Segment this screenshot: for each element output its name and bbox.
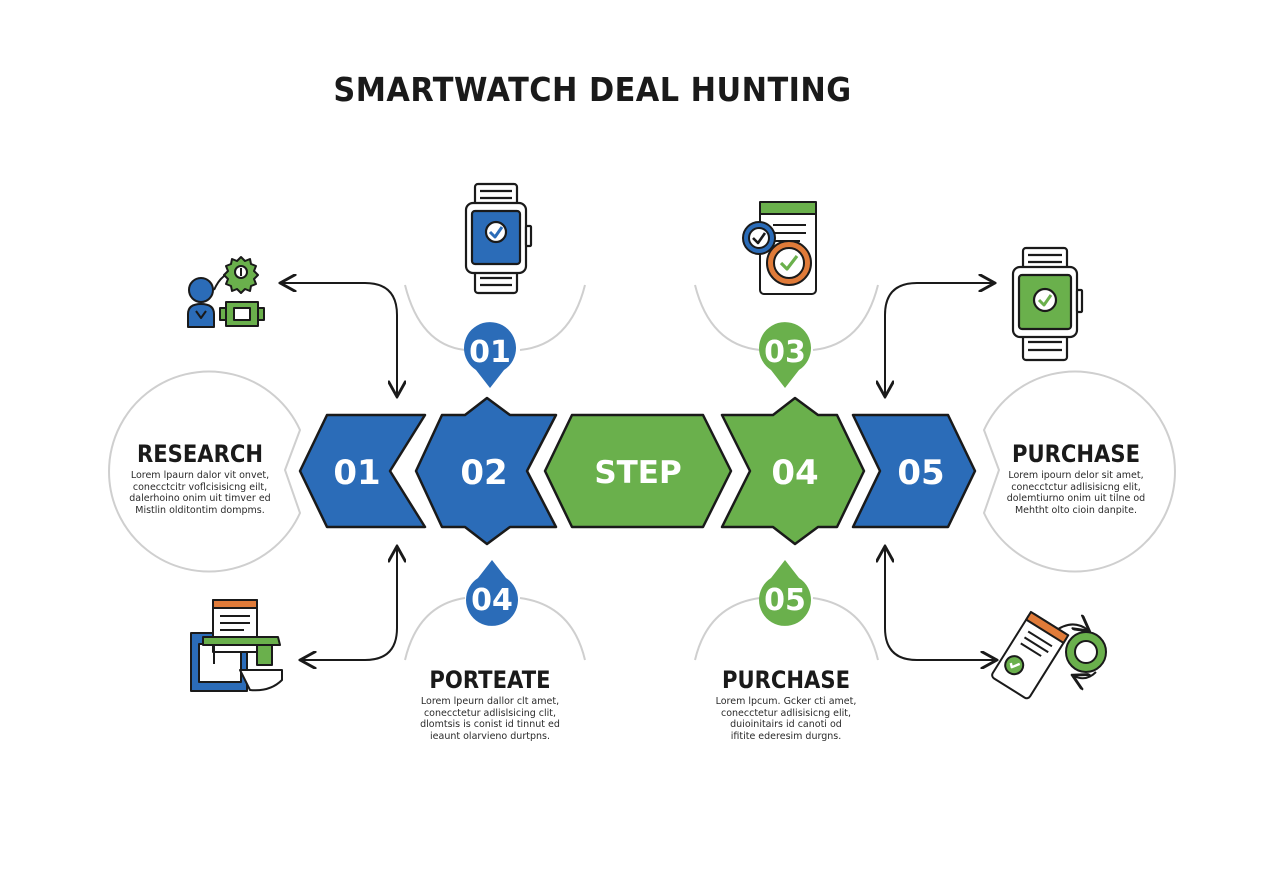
- purchase-bottom-line-3: duioinitairs id canoti od: [730, 719, 842, 730]
- porteate-line-1: Lorem lpeurn dallor clt amet,: [420, 696, 560, 707]
- chevron-01-label: 01: [333, 453, 380, 493]
- research-line-2: conecctcitr voflcisisicng eilt,: [132, 481, 268, 493]
- porteate-line-3: dlomtsis is conist id tinnut ed: [420, 719, 560, 730]
- purchase-bottom-title: PURCHASE: [721, 666, 851, 694]
- research-line-3: dalerhoino onim uit timver ed: [129, 493, 271, 504]
- purchase-right-line-1: Lorem ipourn delor sit amet,: [1008, 470, 1144, 481]
- purchase-right-line-3: dolemtiurno onim uit tilne od: [1006, 493, 1146, 504]
- purchase-right-line-4: Mehtht olto cioin danpite.: [1014, 504, 1138, 516]
- purchase-bottom-line-4: ifitite ederesim durgns.: [730, 730, 842, 742]
- user-settings-icon: [187, 256, 265, 328]
- badge-03: 03: [758, 322, 811, 388]
- badge-05-label: 05: [764, 583, 806, 618]
- badge-04-label: 04: [471, 583, 513, 618]
- research-line-4: Mistlin olditontim dompms.: [135, 504, 265, 516]
- chevron-05-label: 05: [897, 453, 944, 493]
- chevron-04-label: 04: [771, 453, 818, 493]
- badge-05: 05: [758, 560, 811, 626]
- research-text: Lorem lpaurn dalor vit onvet, conecctcit…: [110, 470, 290, 516]
- laptop-desk-icon: [190, 599, 283, 692]
- research-title: RESEARCH: [136, 440, 264, 468]
- smartwatch-check-icon: [464, 182, 533, 295]
- porteate-text: Lorem lpeurn dallor clt amet, conecctetu…: [400, 696, 580, 742]
- chevron-step-label: STEP: [594, 455, 681, 491]
- decor-arcs: [404, 284, 879, 661]
- phone-sync-icon: [991, 610, 1107, 700]
- porteate-line-4: ieaunt olarvieno durtpns.: [430, 730, 550, 742]
- purchase-right-text: Lorem ipourn delor sit amet, conecctctur…: [986, 470, 1166, 516]
- purchase-bottom-text: Lorem lpcum. Gcker cti amet, conecctetur…: [696, 696, 876, 742]
- badge-03-label: 03: [764, 335, 806, 370]
- smartwatch-green-icon: [1011, 246, 1084, 362]
- chevron-05: 05: [851, 413, 977, 529]
- research-line-1: Lorem lpaurn dalor vit onvet,: [130, 470, 270, 481]
- purchase-right-title: PURCHASE: [1011, 440, 1141, 468]
- porteate-line-2: conecctetur adlislsicing clit,: [423, 707, 557, 719]
- porteate-title: PORTEATE: [429, 666, 551, 694]
- page-title: SMARTWATCH DEAL HUNTING: [333, 70, 852, 109]
- chevron-01: 01: [298, 413, 427, 529]
- purchase-right-line-2: conecctctur adlisisicng elit,: [1011, 481, 1141, 493]
- purchase-bottom-line-2: conecctetur adlisisicng elit,: [720, 707, 852, 719]
- badge-01: 01: [463, 322, 516, 388]
- research-bubble: [108, 370, 302, 573]
- badge-01-label: 01: [469, 335, 511, 370]
- purchase-bubble: [982, 370, 1176, 573]
- connector-arrows: [282, 283, 995, 660]
- phone-checklist-icon: [742, 201, 817, 295]
- chevron-02-label: 02: [460, 453, 507, 493]
- chevron-02: 02: [414, 396, 558, 546]
- chevron-04: 04: [720, 396, 866, 546]
- chevron-step: STEP: [543, 413, 733, 529]
- purchase-bottom-line-1: Lorem lpcum. Gcker cti amet,: [715, 696, 857, 707]
- badge-04: 04: [465, 560, 518, 626]
